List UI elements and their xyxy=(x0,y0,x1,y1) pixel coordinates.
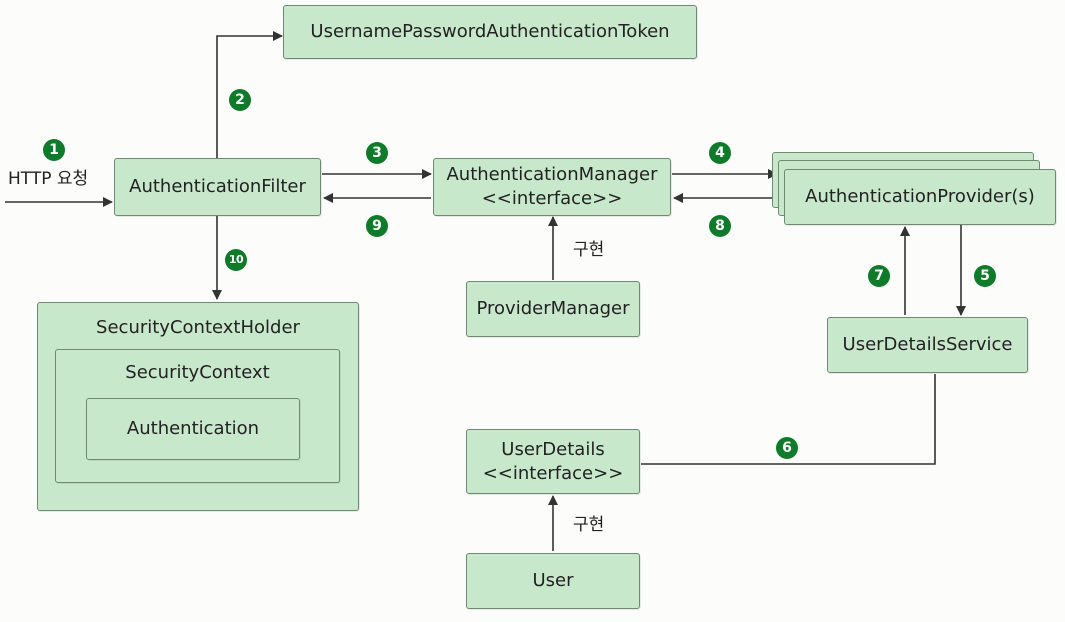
step-5-badge: 5 xyxy=(974,265,996,287)
http-request-label: HTTP 요청 xyxy=(8,169,89,189)
authentication-provider-box: AuthenticationProvider(s) xyxy=(784,169,1056,225)
user-details-service-box: UserDetailsService xyxy=(827,317,1028,373)
step-9-badge: 9 xyxy=(366,215,388,237)
step-6-badge: 6 xyxy=(776,437,798,459)
authentication-manager-label: AuthenticationManager xyxy=(446,164,658,185)
step-3-badge: 3 xyxy=(366,142,388,164)
implements-label-provider-manager: 구현 xyxy=(573,240,605,260)
security-context-holder-label: SecurityContextHolder xyxy=(96,317,300,338)
authentication-box: Authentication xyxy=(86,398,300,460)
authentication-provider-label: AuthenticationProvider(s) xyxy=(805,186,1035,207)
user-box: User xyxy=(466,553,640,609)
step-8-badge: 8 xyxy=(709,215,731,237)
implements-label-user: 구현 xyxy=(573,515,605,535)
user-details-service-to-user-details-line xyxy=(641,374,936,465)
user-details-service-label: UserDetailsService xyxy=(842,334,1013,355)
step-10-badge: 10 xyxy=(225,249,247,271)
authentication-manager-box: AuthenticationManager <<interface>> xyxy=(433,158,671,216)
security-context-holder-box: SecurityContextHolder SecurityContext Au… xyxy=(37,302,359,511)
authentication-filter-box: AuthenticationFilter xyxy=(114,158,321,216)
step-1-badge: 1 xyxy=(43,139,65,161)
user-label: User xyxy=(532,570,574,591)
filter-to-token-arrow xyxy=(216,31,283,158)
user-details-label: UserDetails xyxy=(501,438,605,460)
step-7-badge: 7 xyxy=(868,265,890,287)
authentication-filter-label: AuthenticationFilter xyxy=(129,176,306,197)
step-4-badge: 4 xyxy=(709,142,731,164)
step-2-badge: 2 xyxy=(229,89,251,111)
user-details-box: UserDetails <<interface>> xyxy=(466,429,640,494)
provider-manager-label: ProviderManager xyxy=(476,298,630,319)
user-details-stereotype: <<interface>> xyxy=(482,462,624,484)
authentication-manager-stereotype: <<interface>> xyxy=(481,188,623,209)
security-context-label: SecurityContext xyxy=(125,362,270,383)
provider-manager-box: ProviderManager xyxy=(466,281,640,337)
username-password-token-label: UsernamePasswordAuthenticationToken xyxy=(310,21,670,42)
security-context-box: SecurityContext Authentication xyxy=(55,349,340,483)
authentication-label: Authentication xyxy=(126,418,260,439)
username-password-token-box: UsernamePasswordAuthenticationToken xyxy=(283,5,697,59)
